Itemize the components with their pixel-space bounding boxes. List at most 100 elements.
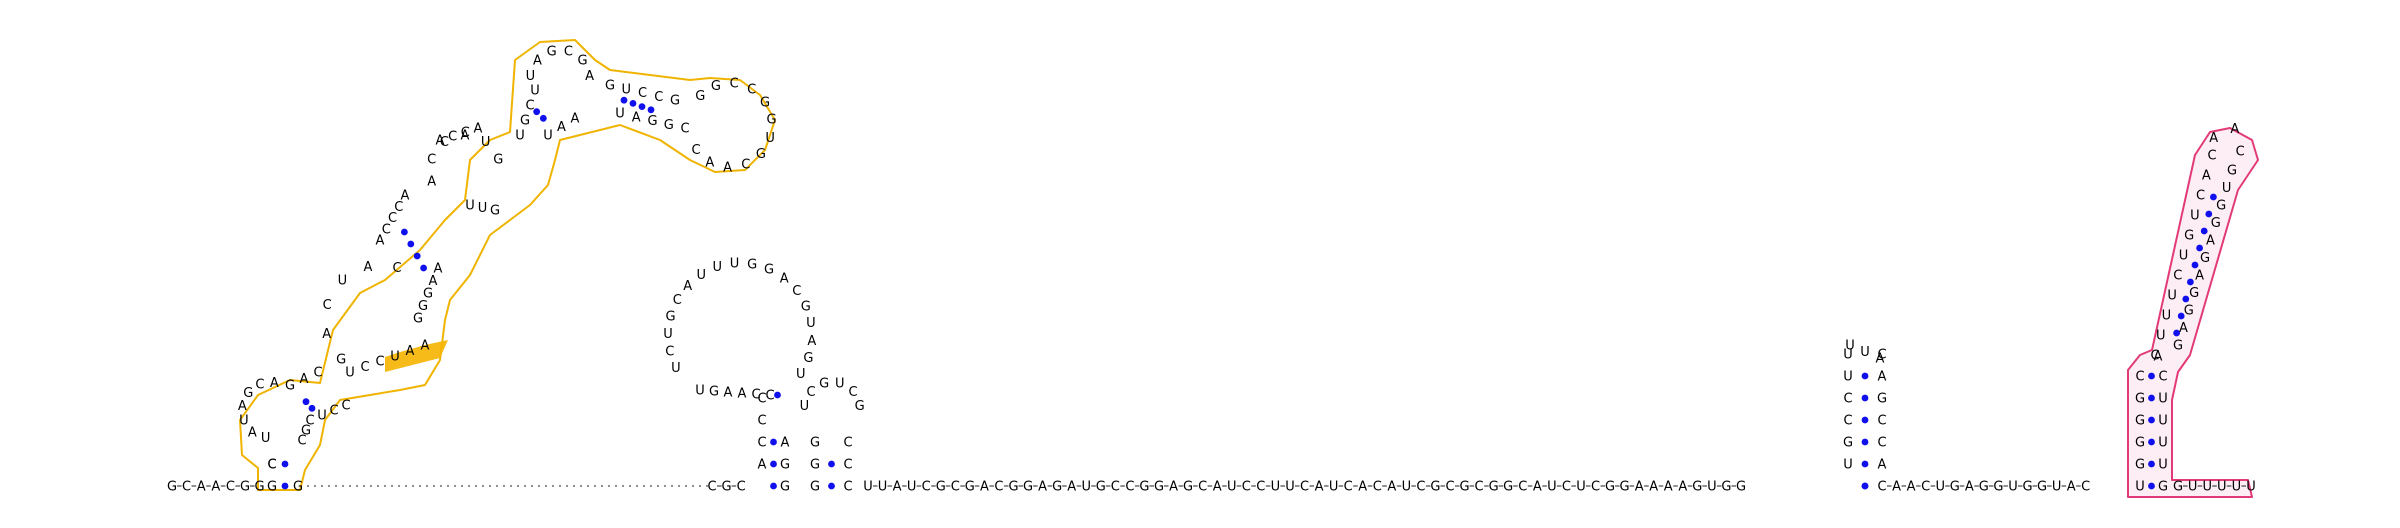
base-pair-dot-12 [638,103,646,110]
nucleotide-32: C [392,261,401,276]
nucleotide-253: G [2184,229,2194,244]
nucleotide-80: U [615,107,625,122]
nucleotide-203: G [1736,480,1746,495]
nucleotide-53: U [465,199,475,214]
nucleotide-259: A [2179,321,2188,336]
nucleotide-50: C [448,130,457,145]
nucleotide-161: C [1125,480,1134,495]
nucleotide-24: C [297,434,306,449]
base-pair-dot-36 [2187,278,2194,286]
nucleotide-140: U [835,377,845,392]
nucleotide-268: G [2227,164,2237,179]
base-pair-dot-33 [2173,329,2181,337]
nucleotide-195: G [1620,480,1630,495]
nucleotide-102: C [757,414,766,429]
nucleotide-89: G [760,95,770,110]
nucleotide-224: G [1950,480,1960,495]
nucleotide-222: C [1921,480,1930,495]
nucleotide-60: U [481,135,491,150]
nucleotide-84: C [680,122,689,137]
nucleotide-236: G [2135,414,2145,429]
base-pair-dot-40 [2205,210,2213,218]
nucleotide-215: C [1877,348,1886,363]
nucleotide-65: U [530,84,540,99]
nucleotide-14: A [238,399,247,414]
base-pair-dot-29 [2148,416,2155,424]
base-pair-dot-22 [1861,438,1869,446]
nucleotide-42: C [394,200,403,215]
nucleotide-148: G [936,480,946,495]
nucleotide-189: A [1533,480,1542,495]
nucleotide-38: A [421,339,430,354]
nucleotide-34: C [360,360,369,375]
nucleotide-57: C [427,153,436,168]
nucleotide-261: G [2189,286,2199,301]
base-pair-dot-3 [308,404,316,412]
nucleotide-135: C [843,458,852,473]
nucleotide-4: C [226,480,235,495]
base-pair-dot-41 [2210,193,2217,201]
nucleotide-209: U [1843,348,1853,363]
nucleotide-131: G [810,480,820,495]
nucleotide-12: A [248,425,257,440]
base-pair-dot-25 [1861,372,1869,380]
nucleotide-213: G [1877,392,1887,407]
nucleotide-219: C [1877,480,1886,495]
nucleotide-229: G [2022,480,2032,495]
nucleotide-87: C [730,77,739,92]
nucleotide-36: U [390,349,400,364]
nucleotide-23: C [341,399,350,414]
nucleotide-271: C [2236,144,2245,159]
nucleotide-265: G [2211,216,2221,231]
nucleotide-255: C [2196,189,2205,204]
nucleotide-179: A [1387,480,1396,495]
nucleotide-129: G [803,351,813,366]
nucleotide-182: G [1430,480,1440,495]
nucleotide-258: G [2173,339,2183,354]
base-pair-dot-34 [2177,312,2185,320]
nucleotide-33: U [345,366,355,381]
nucleotide-2: A [197,480,206,495]
nucleotide-239: U [2135,480,2145,495]
nucleotide-175: U [1329,480,1339,495]
nucleotide-30: U [338,273,348,288]
nucleotide-90: G [767,113,777,128]
nucleotide-211: C [1877,436,1886,451]
base-pair-dot-30 [2148,438,2155,446]
nucleotide-124: A [780,272,789,287]
nucleotide-172: U [1285,480,1295,495]
nucleotide-142: G [855,399,865,414]
nucleotide-47: A [429,274,438,289]
nucleotide-99: C [737,480,746,495]
nucleotide-187: G [1503,480,1513,495]
nucleotide-45: G [418,299,428,314]
nucleotide-52: A [474,122,483,137]
nucleotide-193: C [1591,480,1600,495]
nucleotide-214: A [1878,370,1887,385]
base-pair-dot-5 [407,240,415,248]
nucleotide-104: G [780,480,790,495]
nucleotide-146: U [907,480,917,495]
base-pair-dot-8 [533,108,541,116]
nucleotide-226: G [1979,480,1989,495]
nucleotide-154: G [1023,480,1033,495]
nucleotide-237: G [2135,436,2145,451]
base-pair-dot-0 [281,460,289,468]
base-pair-dot-31 [2148,460,2155,468]
nucleotide-220: A [1892,480,1901,495]
nucleotide-78: C [654,90,663,105]
nucleotide-185: C [1475,480,1484,495]
nucleotide-121: U [730,257,740,272]
nucleotide-170: C [1256,480,1265,495]
nucleotide-77: C [638,86,647,101]
nucleotide-127: U [806,316,816,331]
nucleotide-19: A [300,372,309,387]
nucleotide-128: A [807,334,816,349]
nucleotide-75: G [605,79,615,94]
base-pair-dot-9 [539,114,547,122]
nucleotide-85: G [695,89,705,104]
nucleotide-40: C [382,222,391,237]
nucleotide-267: U [2222,181,2232,196]
nucleotide-264: A [2206,234,2215,249]
nucleotide-188: C [1518,480,1527,495]
